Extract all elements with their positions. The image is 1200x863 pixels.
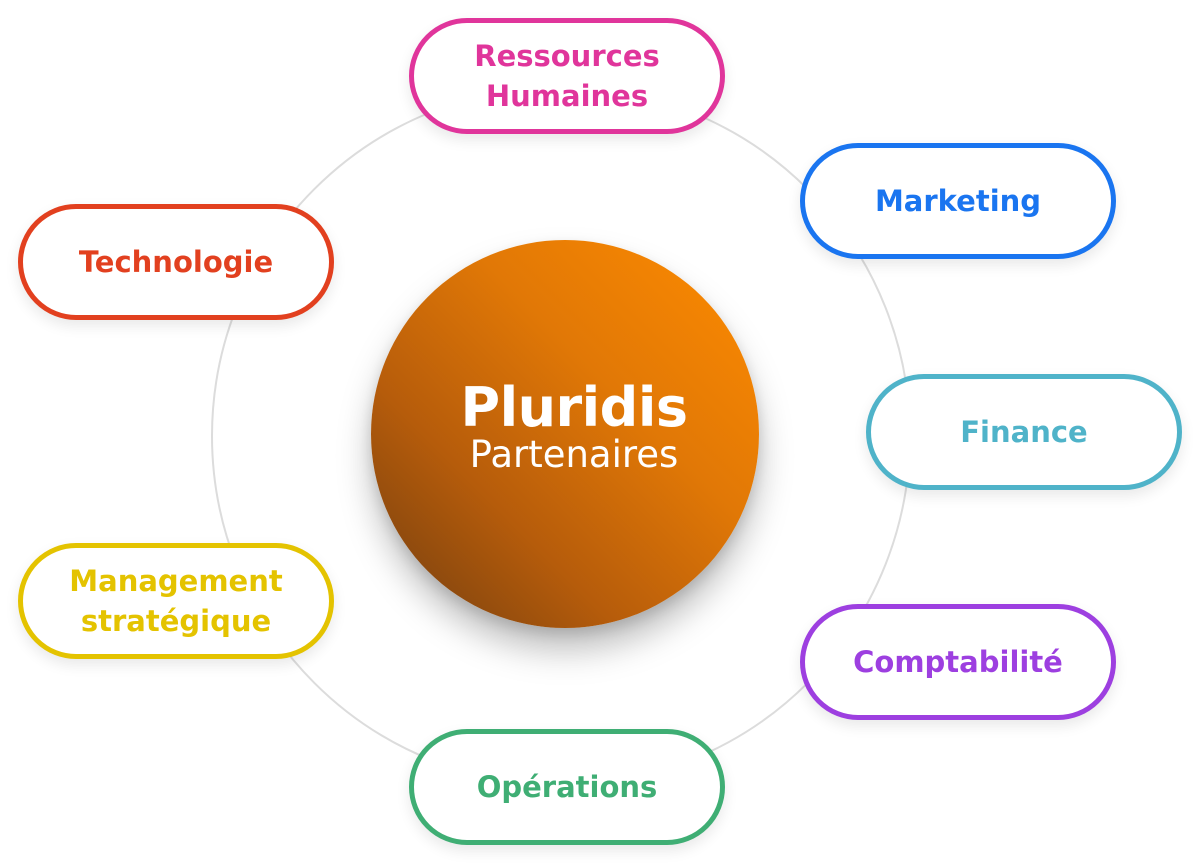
node-label: Comptabilité (853, 645, 1063, 679)
node-management-strategique: Management stratégique (18, 543, 334, 659)
node-technologie: Technologie (18, 204, 334, 320)
node-marketing: Marketing (800, 143, 1116, 259)
node-finance: Finance (866, 374, 1182, 490)
node-label: Marketing (874, 184, 1042, 218)
logo-main-text: Pluridis (460, 376, 688, 439)
node-label: Management stratégique (69, 564, 283, 638)
company-logo: Pluridis Partenaires (371, 380, 759, 474)
node-operations: Opérations (409, 729, 725, 845)
node-label: Opérations (476, 770, 658, 804)
node-comptabilite: Comptabilité (800, 604, 1116, 720)
node-label: Ressources Humaines (474, 39, 660, 113)
node-ressources-humaines: Ressources Humaines (409, 18, 725, 134)
center-logo-circle: Pluridis Partenaires (371, 240, 759, 628)
node-label: Finance (960, 415, 1088, 449)
logo-sub-text: Partenaires (469, 433, 679, 476)
node-label: Technologie (78, 245, 274, 279)
